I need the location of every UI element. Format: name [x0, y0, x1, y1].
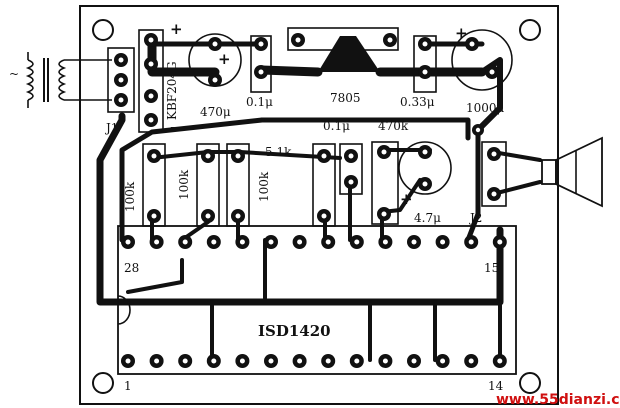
- chip-pin-bottom-hole: [411, 358, 417, 364]
- chip-pin-top-hole: [354, 239, 360, 245]
- chip-pin-bottom-hole: [154, 358, 160, 364]
- res-100k-1-label: 100k: [123, 181, 137, 212]
- chip-pin-top-hole: [125, 239, 131, 245]
- chip-pin-top-hole: [440, 239, 446, 245]
- chip-pin-top-hole: [411, 239, 417, 245]
- regulator-label: 7805: [330, 91, 361, 105]
- res-100k-3-label: 100k: [257, 171, 271, 202]
- transformer: ~: [9, 52, 112, 108]
- bridge-plus: +: [170, 20, 183, 38]
- chip-pin-bottom-hole: [497, 358, 503, 364]
- cap-47u-plus: +: [400, 190, 413, 208]
- chip-label: ISD1420: [258, 322, 331, 340]
- res-51k-label: 5.1k: [265, 145, 292, 159]
- res-100k-2-label: 100k: [177, 169, 191, 200]
- chip-pin-bottom-hole: [382, 358, 388, 364]
- cap-033u-label: 0.33μ: [400, 95, 435, 109]
- chip-pin-top-hole: [268, 239, 274, 245]
- chip-pin-bottom-hole: [211, 358, 217, 364]
- j2-label: J2: [468, 211, 482, 225]
- cap-01u-left-body: [250, 35, 272, 93]
- chip-pin-top-hole: [382, 239, 388, 245]
- watermark: www.55dianzi.com: [496, 392, 620, 408]
- cap-033u-body: [413, 35, 437, 93]
- cap-470u-label: 470μ: [200, 105, 231, 119]
- chip-pin-bottom-hole: [440, 358, 446, 364]
- speaker: [541, 136, 603, 208]
- chip-pin-bottom-hole: [268, 358, 274, 364]
- j1-connector: [107, 47, 135, 113]
- cap-01u-mid-label: 0.1μ: [323, 119, 350, 133]
- pads: [114, 33, 501, 223]
- chip-pin-top-hole: [239, 239, 245, 245]
- chip-pin-top-hole: [297, 239, 303, 245]
- cap-1000u-plus: +: [455, 24, 468, 42]
- chip-pin-bottom-hole: [354, 358, 360, 364]
- mounting-holes: [92, 19, 541, 394]
- j2-connector: [481, 141, 507, 207]
- chip-pin-bottom-hole: [297, 358, 303, 364]
- cap-470u-plus: +: [218, 50, 231, 68]
- cap-01u-left-label: 0.1μ: [246, 95, 273, 109]
- chip-pin-bottom-hole: [325, 358, 331, 364]
- cap-47u-label: 4.7μ: [414, 211, 441, 225]
- chip-pin-bottom-hole: [239, 358, 245, 364]
- pin-28-label: 28: [124, 261, 139, 275]
- chip-pin-top-hole: [154, 239, 160, 245]
- pin-14-label: 14: [488, 379, 504, 393]
- chip-pin-bottom-hole: [125, 358, 131, 364]
- board-outline: [79, 5, 559, 405]
- chip-pins-bottom: [121, 354, 507, 368]
- cap-47u-body: [398, 141, 452, 195]
- chip-notch: [117, 295, 131, 325]
- chip-pin-top-hole: [325, 239, 331, 245]
- bridge-minus: -: [170, 118, 176, 136]
- pin-15-label: 15: [484, 261, 499, 275]
- cap-1000u-body: [451, 29, 513, 91]
- chip-pin-top-hole: [468, 239, 474, 245]
- ac-symbol: ~: [9, 67, 19, 81]
- chip-pin-top-hole: [211, 239, 217, 245]
- copper-traces: [96, 35, 542, 362]
- chip-pin-bottom-hole: [182, 358, 188, 364]
- res-470k-label: 470k: [378, 119, 409, 133]
- regulator-tab: [318, 36, 380, 72]
- chip-pin-bottom-hole: [468, 358, 474, 364]
- pin-1-label: 1: [124, 379, 132, 393]
- chip-pin-top-hole: [182, 239, 188, 245]
- chip-pins-top: [121, 235, 507, 249]
- chip-pin-top-hole: [497, 239, 503, 245]
- isd1420-chip: [117, 225, 517, 375]
